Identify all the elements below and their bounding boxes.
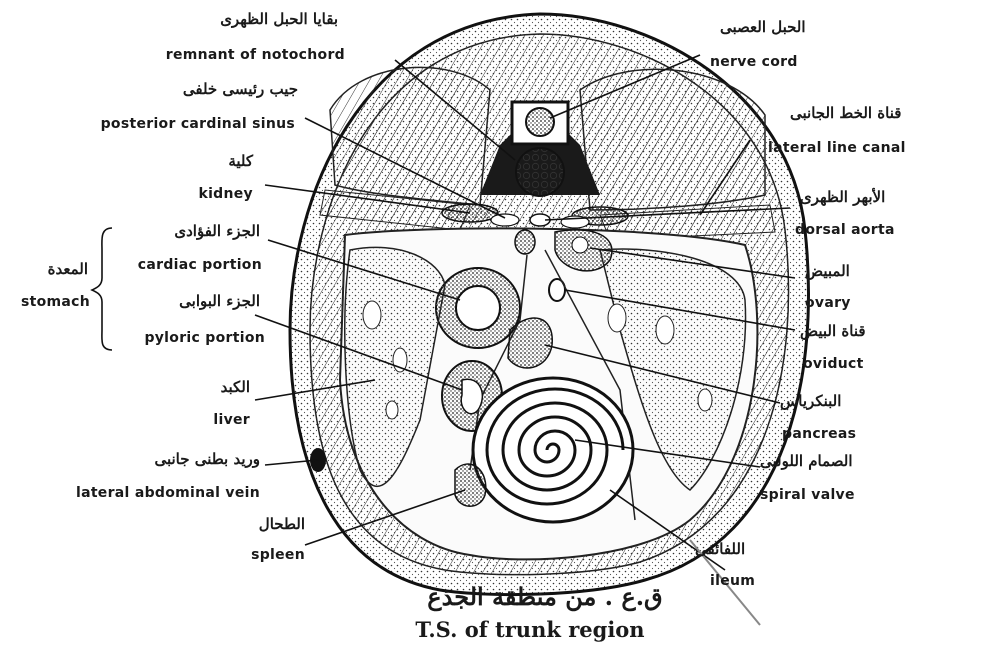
spleen [455, 464, 486, 506]
ovary-label-ar: المبيض [805, 262, 850, 280]
spleen-label-ar: الطحال [220, 515, 305, 533]
cardinal-sinus-label-ar: جيب رئيسى خلفى [140, 80, 298, 98]
ileum-label-ar: اللفائفى [695, 540, 745, 558]
pyloric-label-ar: الجزء البوابى [110, 292, 260, 310]
ovary-egg [572, 237, 588, 253]
caption-en: T.S. of trunk region [380, 617, 680, 642]
stomach-label-ar: المعدة [18, 260, 88, 278]
nerve-cord-label-en: nerve cord [710, 54, 798, 70]
ileum-label-en: ileum [710, 573, 755, 589]
lateral-line-label-ar: قناة الخط الجانبى [790, 104, 901, 122]
liver-hole-5 [656, 316, 674, 344]
liver-hole-2 [393, 348, 407, 372]
cardiac-label-ar: الجزء الفؤادى [110, 222, 260, 240]
spiral-valve-label-ar: الصمام اللولبى [760, 452, 853, 470]
caption-ar: ق.ع . من منطقة الجذع [380, 582, 710, 611]
cardinal-sinus-label-en: posterior cardinal sinus [40, 116, 295, 132]
cardiac-lumen [456, 286, 500, 330]
lateral-line-label-en: lateral line canal [768, 140, 906, 156]
notochord-label-en: remnant of notochord [120, 47, 345, 63]
spiral-valve-label-en: spiral valve [760, 487, 855, 503]
nerve-cord [526, 108, 554, 136]
nerve-cord-label-ar: الحبل العصبى [720, 18, 806, 36]
abdominal-vein-label-en: lateral abdominal vein [20, 485, 260, 501]
liver-hole-6 [698, 389, 712, 411]
notochord-label-ar: بقايا الحبل الظهرى [170, 10, 338, 28]
kidney-label-en: kidney [180, 186, 253, 202]
kidney-label-ar: كلية [180, 152, 253, 170]
spiral-valve-outer [473, 378, 633, 522]
pyloric-lumen [461, 379, 482, 413]
oviduct-label-ar: قناة البيض [800, 322, 866, 340]
spleen-label-en: spleen [220, 547, 305, 563]
stomach-label-en: stomach [4, 294, 90, 310]
abdominal-vein-label-ar: وريد بطنى جانبى [120, 450, 260, 468]
notochord [516, 148, 564, 196]
dorsal-aorta-label-ar: الأبهر الظهرى [800, 188, 885, 206]
ovary-label-en: ovary [805, 295, 851, 311]
oviduct-label-en: oviduct [803, 356, 864, 372]
pancreas-label-en: pancreas [782, 426, 856, 442]
cardinal-sinus-l [491, 214, 519, 226]
ovary-small [515, 230, 535, 254]
pancreas-label-ar: البنكرياس [780, 392, 841, 410]
dorsal-aorta-label-en: dorsal aorta [795, 222, 895, 238]
pyloric-label-en: pyloric portion [100, 330, 265, 346]
liver-hole-3 [386, 401, 398, 419]
liver-label-ar: الكبد [180, 378, 250, 396]
liver-hole-4 [608, 304, 626, 332]
cardiac-label-en: cardiac portion [100, 257, 262, 273]
liver-label-en: liver [180, 412, 250, 428]
pancreas [508, 318, 552, 368]
dorsal-muscle-left [330, 67, 490, 205]
liver-hole-1 [363, 301, 381, 329]
dorsal-muscle-right [580, 69, 765, 210]
